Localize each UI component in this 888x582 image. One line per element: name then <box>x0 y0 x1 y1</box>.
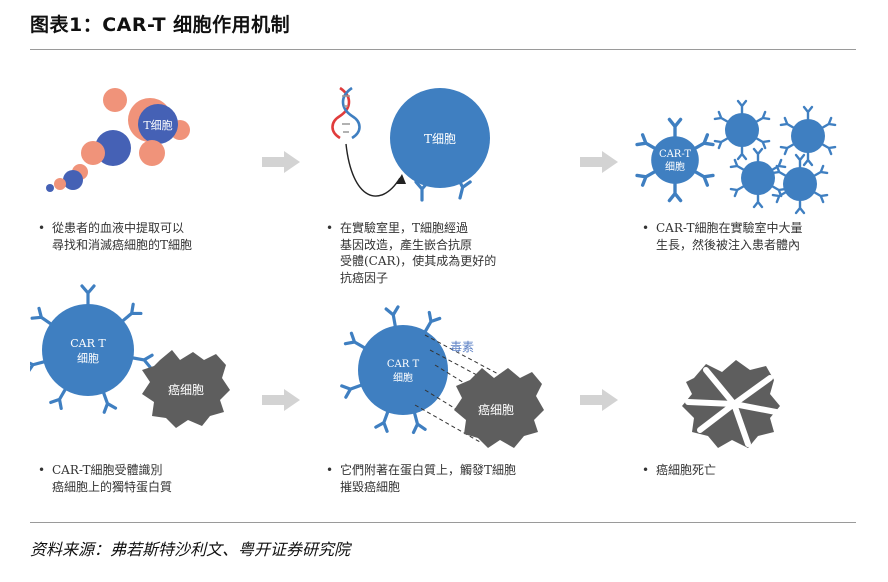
t-cell-label-small: T细胞 <box>143 119 172 132</box>
step2-bullet: • <box>326 221 334 235</box>
step2-line3: 受體(CAR)，使其成為更好的 <box>340 254 497 268</box>
step2-caption: • 在實驗室里，T細胞經過 基因改造，產生嵌合抗原 受體(CAR)，使其成為更好… <box>326 220 497 286</box>
cancer-cell-1 <box>142 350 230 428</box>
insertion-arrow <box>345 143 401 197</box>
t-cell-label-large: T细胞 <box>424 132 456 146</box>
car-t-mechanism-diagram: T细胞 T细胞 CAR-T <box>23 60 856 515</box>
step6-line1: 癌細胞死亡 <box>656 463 717 477</box>
step5-line1: 它們附著在蛋白質上，觸發T細胞 <box>340 463 517 477</box>
car-t-label-bottom: 细胞 <box>665 160 685 173</box>
step6-caption: • 癌細胞死亡 <box>642 462 717 479</box>
arrow-step2-to-3 <box>580 151 618 173</box>
step2-line4: 抗癌因子 <box>340 270 389 285</box>
gene-modification-illustration: T细胞 <box>331 86 490 202</box>
step3-line1: CAR-T細胞在實驗室中大量 <box>656 221 803 235</box>
step5-caption: • 它們附著在蛋白質上，觸發T細胞 摧毀癌細胞 <box>326 462 517 495</box>
car-t-label-attack-1: CAR T <box>387 359 420 370</box>
step6-bullet: • <box>642 463 650 477</box>
step4-caption: • CAR-T細胞受體識別 癌細胞上的獨特蛋白質 <box>38 462 173 495</box>
step3-line2: 生長，然後被注入患者體內 <box>656 237 801 252</box>
cancer-cell-2 <box>454 368 544 448</box>
step1-caption: • 從患者的血液中提取可以 尋找和消滅癌細胞的T細胞 <box>38 220 193 253</box>
diagram-canvas: T细胞 T细胞 CAR-T <box>23 86 856 448</box>
blood-cells-illustration: T细胞 <box>46 88 190 192</box>
step1-line1: 從患者的血液中提取可以 <box>52 221 185 235</box>
step1-bullet: • <box>38 221 46 235</box>
car-t-label-line2: 细胞 <box>77 352 99 365</box>
figure-title: 图表1：CAR-T 细胞作用机制 <box>30 14 291 36</box>
cell-fracture-lines <box>685 367 779 447</box>
step4-bullet: • <box>38 463 46 477</box>
dead-cancer-cell-illustration <box>682 360 780 448</box>
dna-icon <box>331 86 361 140</box>
toxin-label: 毒素 <box>450 340 474 354</box>
step3-caption: • CAR-T細胞在實驗室中大量 生長，然後被注入患者體內 <box>642 220 803 253</box>
car-t-cell-binding <box>42 304 134 396</box>
car-t-expansion-illustration: CAR-T 细胞 <box>637 101 835 213</box>
attack-illustration: CAR T 细胞 癌细胞 毒素 <box>340 305 544 448</box>
source-note: 资料来源：弗若斯特沙利文、粤开证券研究院 <box>30 540 351 559</box>
car-t-cell-main <box>637 119 713 200</box>
car-t-cell-attack <box>358 325 448 415</box>
step5-bullet: • <box>326 463 334 477</box>
t-cell-small <box>138 104 178 144</box>
step5-line2: 摧毀癌細胞 <box>340 479 401 494</box>
bottom-divider <box>30 522 856 523</box>
step2-line1: 在實驗室里，T細胞經過 <box>340 221 469 235</box>
car-t-label-top: CAR-T <box>659 149 691 160</box>
car-t-label-line1: CAR T <box>70 337 106 350</box>
cancer-cell-label-2: 癌细胞 <box>478 402 514 417</box>
top-divider <box>30 49 856 50</box>
car-t-label-attack-2: 细胞 <box>393 371 413 384</box>
cancer-cell-label-1: 癌细胞 <box>168 382 204 397</box>
arrow-step1-to-2 <box>262 151 300 173</box>
step4-line1: CAR-T細胞受體識別 <box>52 463 163 477</box>
step2-line2: 基因改造，產生嵌合抗原 <box>340 237 473 252</box>
recognition-illustration: CAR T 细胞 癌细胞 <box>23 284 230 428</box>
step3-bullet: • <box>642 221 650 235</box>
step4-line2: 癌細胞上的獨特蛋白質 <box>52 479 173 494</box>
arrow-step4-to-5 <box>262 389 300 411</box>
arrow-step5-to-6 <box>580 389 618 411</box>
t-cell-large <box>390 88 490 188</box>
step1-line2: 尋找和消滅癌細胞的T細胞 <box>52 237 193 252</box>
